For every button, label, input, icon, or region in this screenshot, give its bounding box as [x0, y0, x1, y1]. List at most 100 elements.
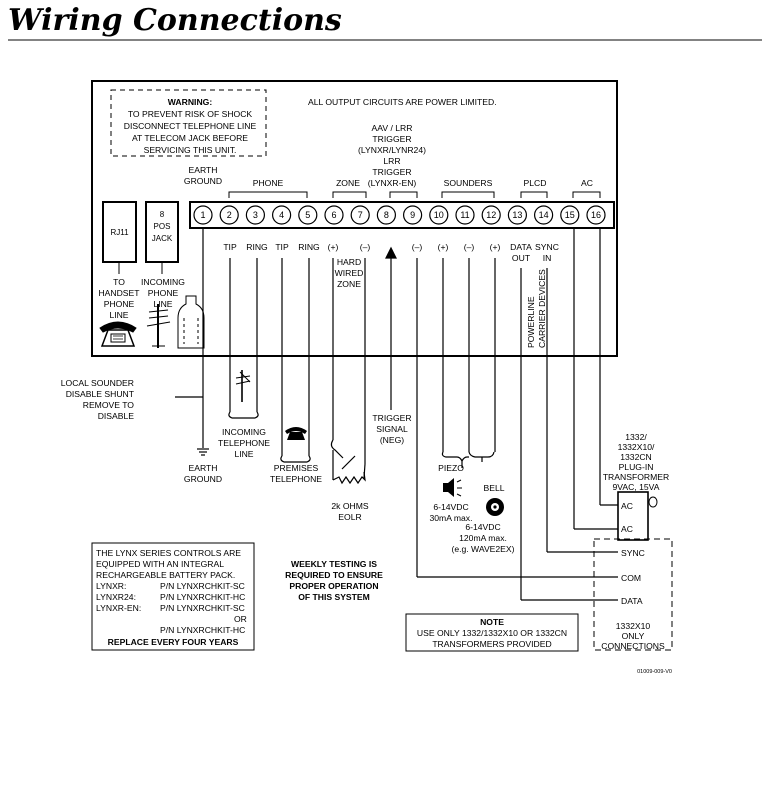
bell-spec-line: (e.g. WAVE2EX)	[451, 544, 514, 554]
battery-part: P/N LYNXRCHKIT-SC	[160, 603, 245, 613]
weekly-testing-line: PROPER OPERATION	[289, 581, 378, 591]
battery-model: LYNXR24:	[96, 592, 136, 602]
piezo-spec: 6-14VDC 30mA max.	[430, 502, 473, 523]
to-handset-label: TO HANDSET PHONE LINE	[98, 277, 140, 320]
premises-telephone-line: PREMISES	[274, 463, 319, 473]
terminal-screw	[455, 205, 475, 225]
terminal-number: 15	[565, 210, 575, 220]
terminal-screw	[481, 205, 501, 225]
powerline-line: POWERLINE	[526, 296, 536, 348]
x10-only-line: CONNECTIONS	[601, 641, 665, 651]
note-text: NOTE USE ONLY 1332/1332X10 OR 1332CN TRA…	[417, 617, 567, 649]
group-phone: PHONE	[253, 178, 284, 188]
powerline-label: POWERLINE CARRIER DEVICES	[526, 269, 547, 348]
piezo-spec-line: 30mA max.	[430, 513, 473, 523]
battery-replace: REPLACE EVERY FOUR YEARS	[108, 637, 239, 647]
weekly-testing-line: REQUIRED TO ENSURE	[285, 570, 383, 580]
incoming-telephone-line: LINE	[234, 449, 253, 459]
battery-box	[91, 542, 255, 651]
battery-line: RECHARGEABLE BATTERY PACK.	[96, 570, 235, 580]
group-ac: AC	[581, 178, 593, 188]
x10-connections-box	[593, 538, 673, 651]
eolr-line: EOLR	[338, 512, 361, 522]
incoming-phone-line: INCOMING	[141, 277, 185, 287]
terminal-sublabels: TIP RING TIP RING (+) (–) (–) (+) (–) (+…	[223, 242, 559, 263]
terminal-screw	[272, 205, 292, 225]
battery-line: THE LYNX SERIES CONTROLS ARE	[96, 548, 241, 558]
transformer-line: 1332CN	[620, 452, 652, 462]
earth-ground-line: EARTH	[189, 463, 218, 473]
earth-ground-line: GROUND	[184, 474, 222, 484]
note-line: USE ONLY 1332/1332X10 OR 1332CN	[417, 628, 567, 638]
terminal-screw	[533, 205, 554, 225]
pin-data: DATA	[621, 596, 643, 606]
terminal-screw	[193, 205, 213, 225]
wiring	[175, 228, 618, 601]
transformer-label: 1332/ 1332X10/ 1332CN PLUG-IN TRANSFORME…	[603, 432, 669, 492]
terminal-number: 3	[253, 210, 258, 220]
phone-pole-icon	[146, 304, 171, 348]
terminal-screw	[219, 205, 239, 225]
transformer-line: 1332/	[625, 432, 647, 442]
bell-label: BELL	[483, 483, 504, 493]
pin-com: COM	[621, 573, 641, 583]
terminal-screw	[429, 205, 449, 225]
terminal-screw	[245, 205, 265, 225]
group-earth-ground: EARTH	[189, 165, 218, 175]
local-sounder-line: REMOVE TO	[83, 400, 135, 410]
trigger-header-line: LRR	[383, 156, 400, 166]
terminal-label-plus: (+)	[328, 242, 339, 252]
rj11-label: RJ11	[110, 228, 129, 237]
battery-part: P/N LYNXRCHKIT-SC	[160, 581, 245, 591]
telephone-icon	[99, 321, 137, 347]
pin-ac: AC	[621, 501, 633, 511]
terminal-screw	[560, 205, 580, 225]
terminal-number: 1	[200, 210, 205, 220]
transformer-line: 9VAC, 15VA	[613, 482, 660, 492]
power-limited-notice: ALL OUTPUT CIRCUITS ARE POWER LIMITED.	[308, 97, 497, 107]
to-handset-line: PHONE	[104, 299, 135, 309]
warning-box	[110, 89, 267, 157]
to-handset-line: HANDSET	[98, 288, 140, 298]
terminal-number: 12	[486, 210, 496, 220]
weekly-testing-line: OF THIS SYSTEM	[298, 592, 370, 602]
powerline-line: CARRIER DEVICES	[537, 269, 547, 348]
incoming-phone-label: INCOMING PHONE LINE	[141, 277, 185, 309]
pin-ac: AC	[621, 524, 633, 534]
terminal-label-minus: (–)	[360, 242, 371, 252]
transformer-line: 1332X10/	[618, 442, 655, 452]
transformer-plug	[648, 496, 658, 508]
terminal-screw	[298, 205, 318, 225]
figure-id: 01009-009-V0	[637, 669, 672, 675]
premises-phone-icon	[285, 427, 307, 440]
trigger-header-line: (LYNXR/LYNR24)	[358, 145, 426, 155]
premises-telephone-line: TELEPHONE	[270, 474, 322, 484]
piezo-spec-line: 6-14VDC	[433, 502, 468, 512]
terminal-number: 9	[410, 210, 415, 220]
incoming-phone-line: PHONE	[148, 288, 179, 298]
telephone-pole-icon	[235, 370, 251, 402]
warning-line: DISCONNECT TELEPHONE LINE	[124, 121, 257, 131]
group-plcd: PLCD	[524, 178, 547, 188]
eolr-label: 2k OHMS EOLR	[331, 501, 369, 522]
terminal-label-sync: IN	[543, 253, 552, 263]
bell-spec-line: 120mA max.	[459, 533, 507, 543]
earth-ground-bottom-label: EARTH GROUND	[184, 463, 222, 484]
weekly-testing-line: WEEKLY TESTING IS	[291, 559, 377, 569]
terminal-number: 5	[305, 210, 310, 220]
note-line: TRANSFORMERS PROVIDED	[432, 639, 551, 649]
terminal-screw	[324, 205, 344, 225]
sounder-shunt-icon	[177, 295, 205, 349]
pos-jack-label-line: 8	[160, 210, 165, 219]
note-box	[405, 613, 579, 652]
hard-wired-zone-label: HARD WIRED ZONE	[335, 257, 364, 289]
terminal-label-sync: SYNC	[535, 242, 559, 252]
warning-heading: WARNING:	[168, 97, 213, 107]
warning-text: WARNING: TO PREVENT RISK OF SHOCK DISCON…	[124, 97, 257, 155]
incoming-phone-line: LINE	[153, 299, 172, 309]
warning-line: AT TELECOM JACK BEFORE	[132, 133, 248, 143]
weekly-testing: WEEKLY TESTING IS REQUIRED TO ENSURE PRO…	[285, 559, 383, 602]
x10-only-line: ONLY	[622, 631, 645, 641]
